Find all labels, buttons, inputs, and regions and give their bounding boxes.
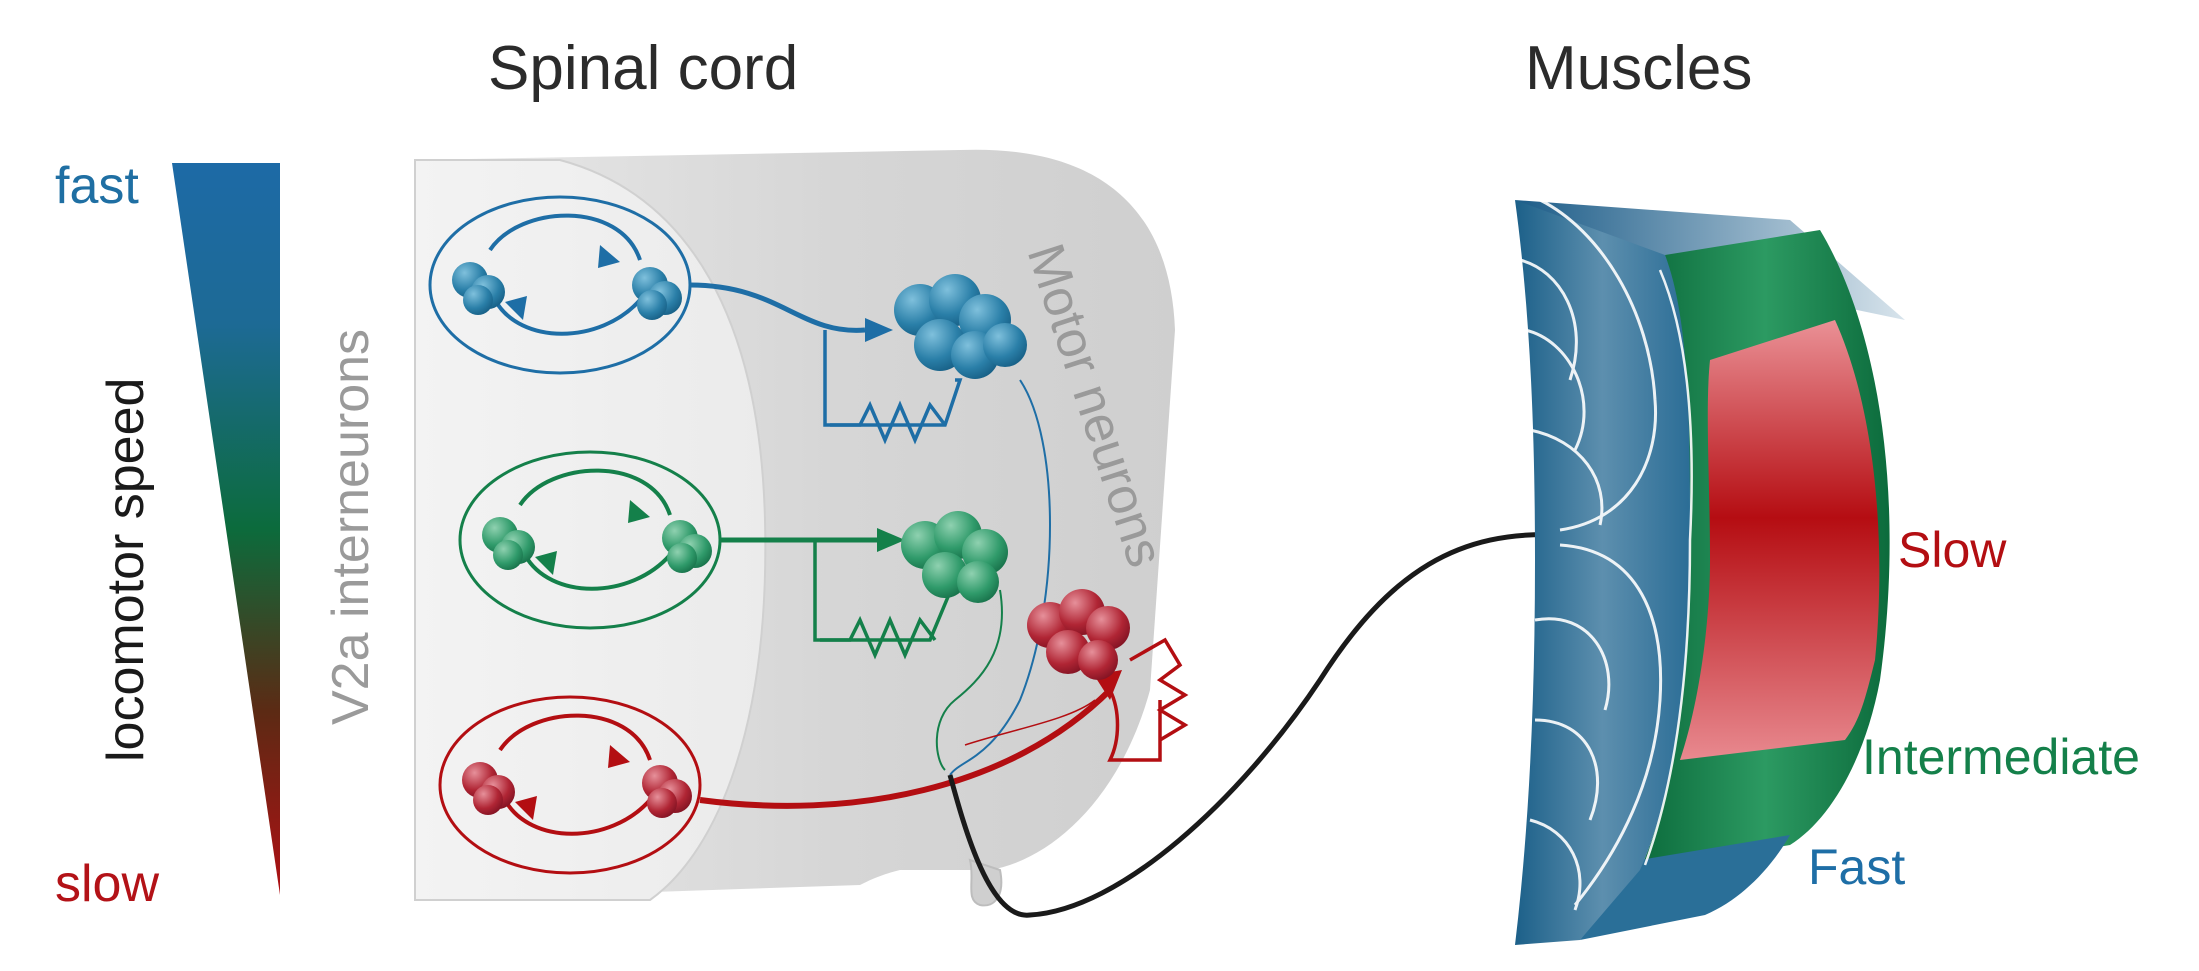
green-circuit	[458, 450, 1003, 771]
green-loop-arrow-bottom	[535, 551, 557, 575]
blue-circuit	[428, 195, 1051, 776]
red-interneuron-cluster-right	[642, 765, 692, 818]
green-loop-arrow-top	[628, 500, 650, 523]
locomotor-speed-label: locomotor speed	[97, 377, 155, 762]
muscle-fast-label: Fast	[1808, 839, 1906, 895]
v2a-interneurons-label: V2a interneurons	[322, 328, 380, 725]
muscle-slow-label: Slow	[1898, 522, 2007, 578]
red-interneuron-ellipse	[438, 695, 702, 875]
red-motor-neuron-cluster	[1027, 589, 1130, 680]
green-synapse-arrow	[877, 528, 905, 552]
blue-interneuron-cluster-left	[452, 262, 505, 315]
muscles-title: Muscles	[1525, 34, 1753, 103]
speed-fast-label: fast	[55, 157, 139, 215]
locomotor-speed-wedge	[172, 163, 280, 895]
spinal-cord-title: Spinal cord	[488, 34, 799, 103]
blue-loop-arrow-bottom	[505, 296, 527, 320]
blue-loop-arrow-top	[598, 245, 620, 268]
red-circuit	[438, 637, 1189, 875]
green-interneuron-cluster-left	[482, 517, 535, 570]
green-motor-neuron-cluster	[901, 511, 1008, 603]
green-interneuron-cluster-right	[662, 520, 712, 573]
blue-interneuron-cluster-right	[632, 267, 682, 320]
red-loop-arrow-top	[608, 745, 630, 768]
blue-synapse-arrow	[865, 318, 893, 342]
red-loop-arrow-bottom	[515, 796, 537, 820]
red-interneuron-cluster-left	[462, 762, 515, 815]
spinal-cord-cross-section	[414, 159, 767, 901]
speed-slow-label: slow	[55, 855, 160, 913]
blue-motor-neuron-cluster	[894, 274, 1027, 379]
muscle-intermediate-label: Intermediate	[1862, 729, 2140, 785]
motor-nerve	[947, 532, 1561, 918]
muscle-block	[1515, 198, 1905, 945]
